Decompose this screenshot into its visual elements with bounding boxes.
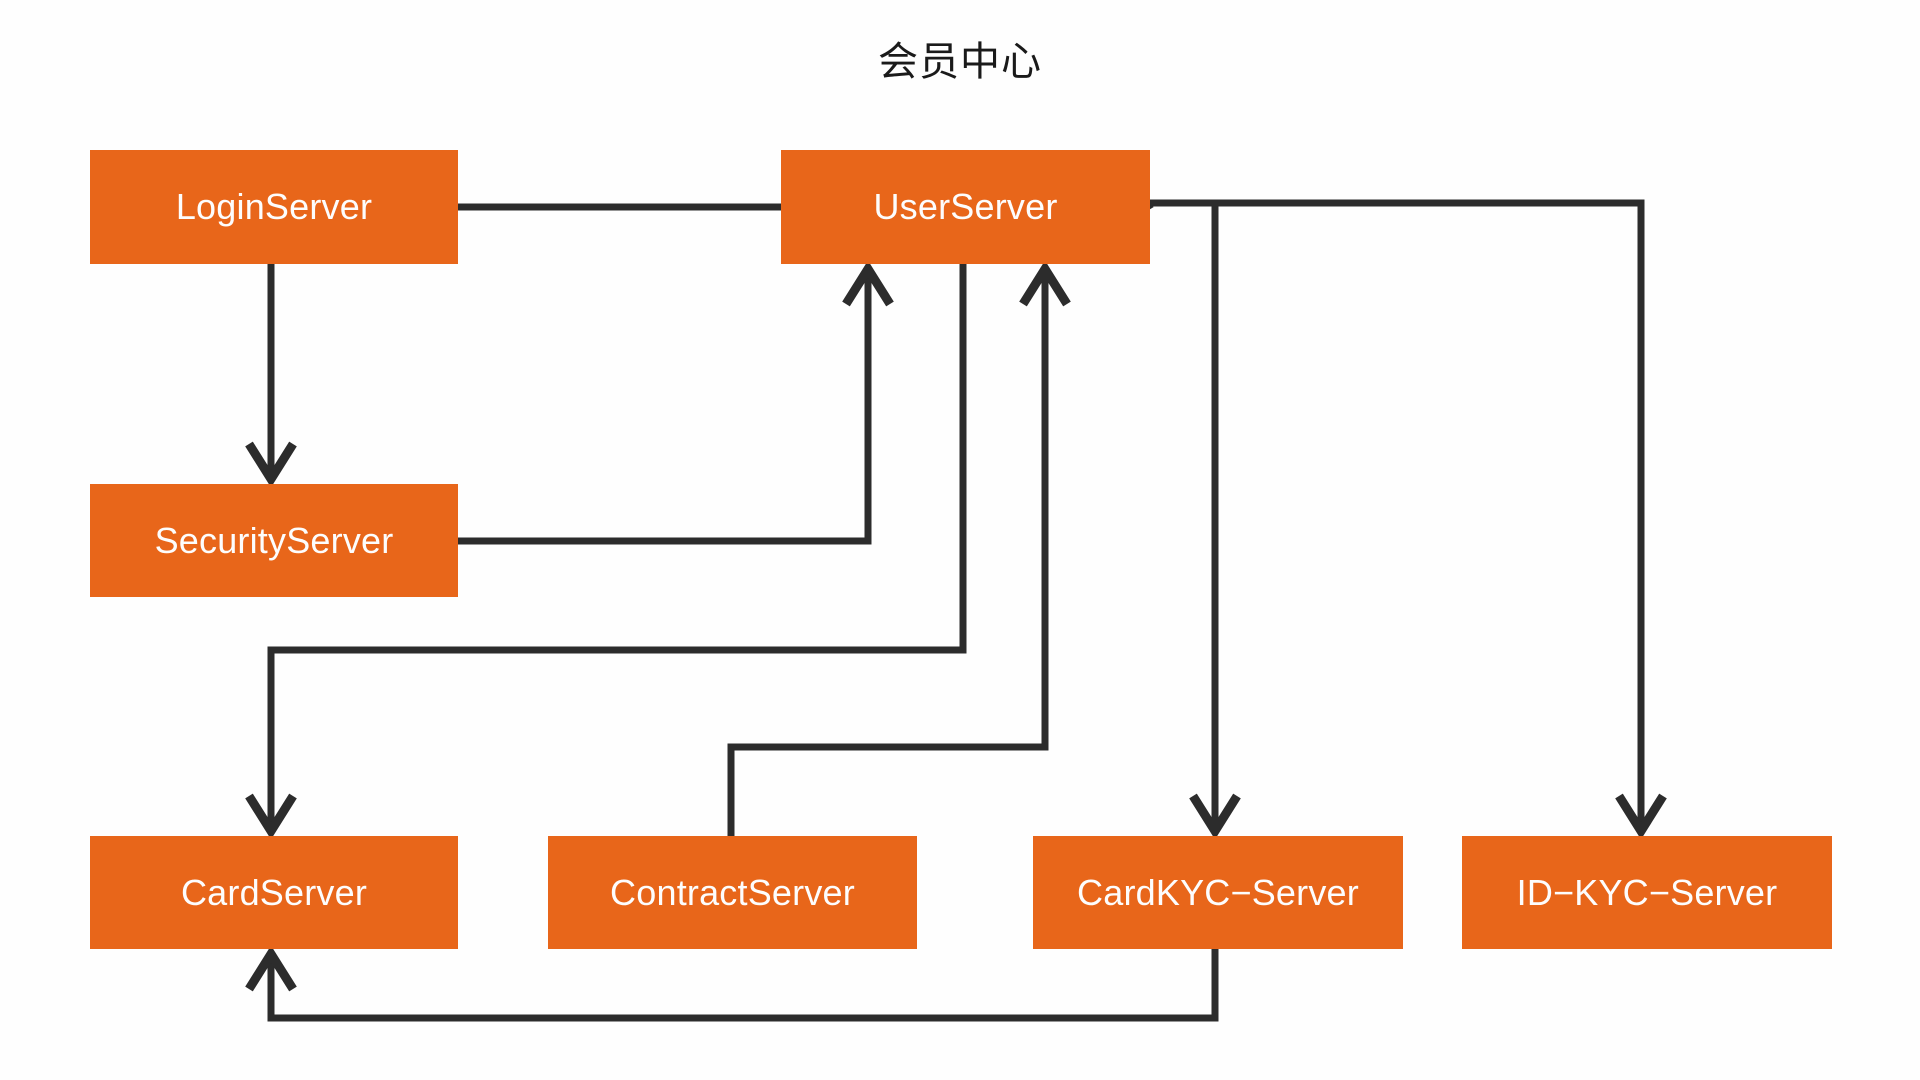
node-userserver[interactable]: UserServer <box>781 150 1150 264</box>
edge-user-to-cardkyc <box>1150 199 1219 825</box>
arrowhead-icon-head-user-to-cardkyc <box>1189 793 1241 840</box>
edge-user-to-idkyc <box>1150 199 1645 825</box>
arrowhead-icon-head-user-to-idkyc <box>1615 793 1667 840</box>
edge-cardkyc-to-cardserver <box>267 949 1219 1022</box>
arrowhead-icon-head-security-to-user <box>842 260 894 307</box>
node-label: CardServer <box>180 871 368 913</box>
arrowhead-icon-head-contract-to-user <box>1019 260 1071 307</box>
node-label: ID−KYC−Server <box>1516 871 1778 913</box>
page-title: 会员中心 <box>878 40 1042 84</box>
node-label: UserServer <box>873 186 1058 227</box>
edge-contract-to-user <box>727 275 1049 836</box>
node-cardkycserver[interactable]: CardKYC−Server <box>1033 836 1403 949</box>
node-cardserver[interactable]: CardServer <box>90 836 458 949</box>
edge-arrowheads <box>245 182 1667 992</box>
node-securityserver[interactable]: SecurityServer <box>90 484 458 597</box>
node-label: CardKYC−Server <box>1077 871 1359 913</box>
node-label: SecurityServer <box>154 519 394 561</box>
node-idkycserver[interactable]: ID−KYC−Server <box>1462 836 1832 949</box>
node-loginserver[interactable]: LoginServer <box>90 150 458 264</box>
edge-security-to-user <box>458 275 872 545</box>
node-label: LoginServer <box>175 186 373 227</box>
node-contractserver[interactable]: ContractServer <box>548 836 917 949</box>
node-label: ContractServer <box>610 871 855 913</box>
arrowhead-icon-head-login-to-security <box>245 441 297 488</box>
arrowhead-icon-head-user-to-cardserver <box>245 793 297 840</box>
arrowhead-icon-head-cardkyc-to-cardserver <box>245 945 297 992</box>
